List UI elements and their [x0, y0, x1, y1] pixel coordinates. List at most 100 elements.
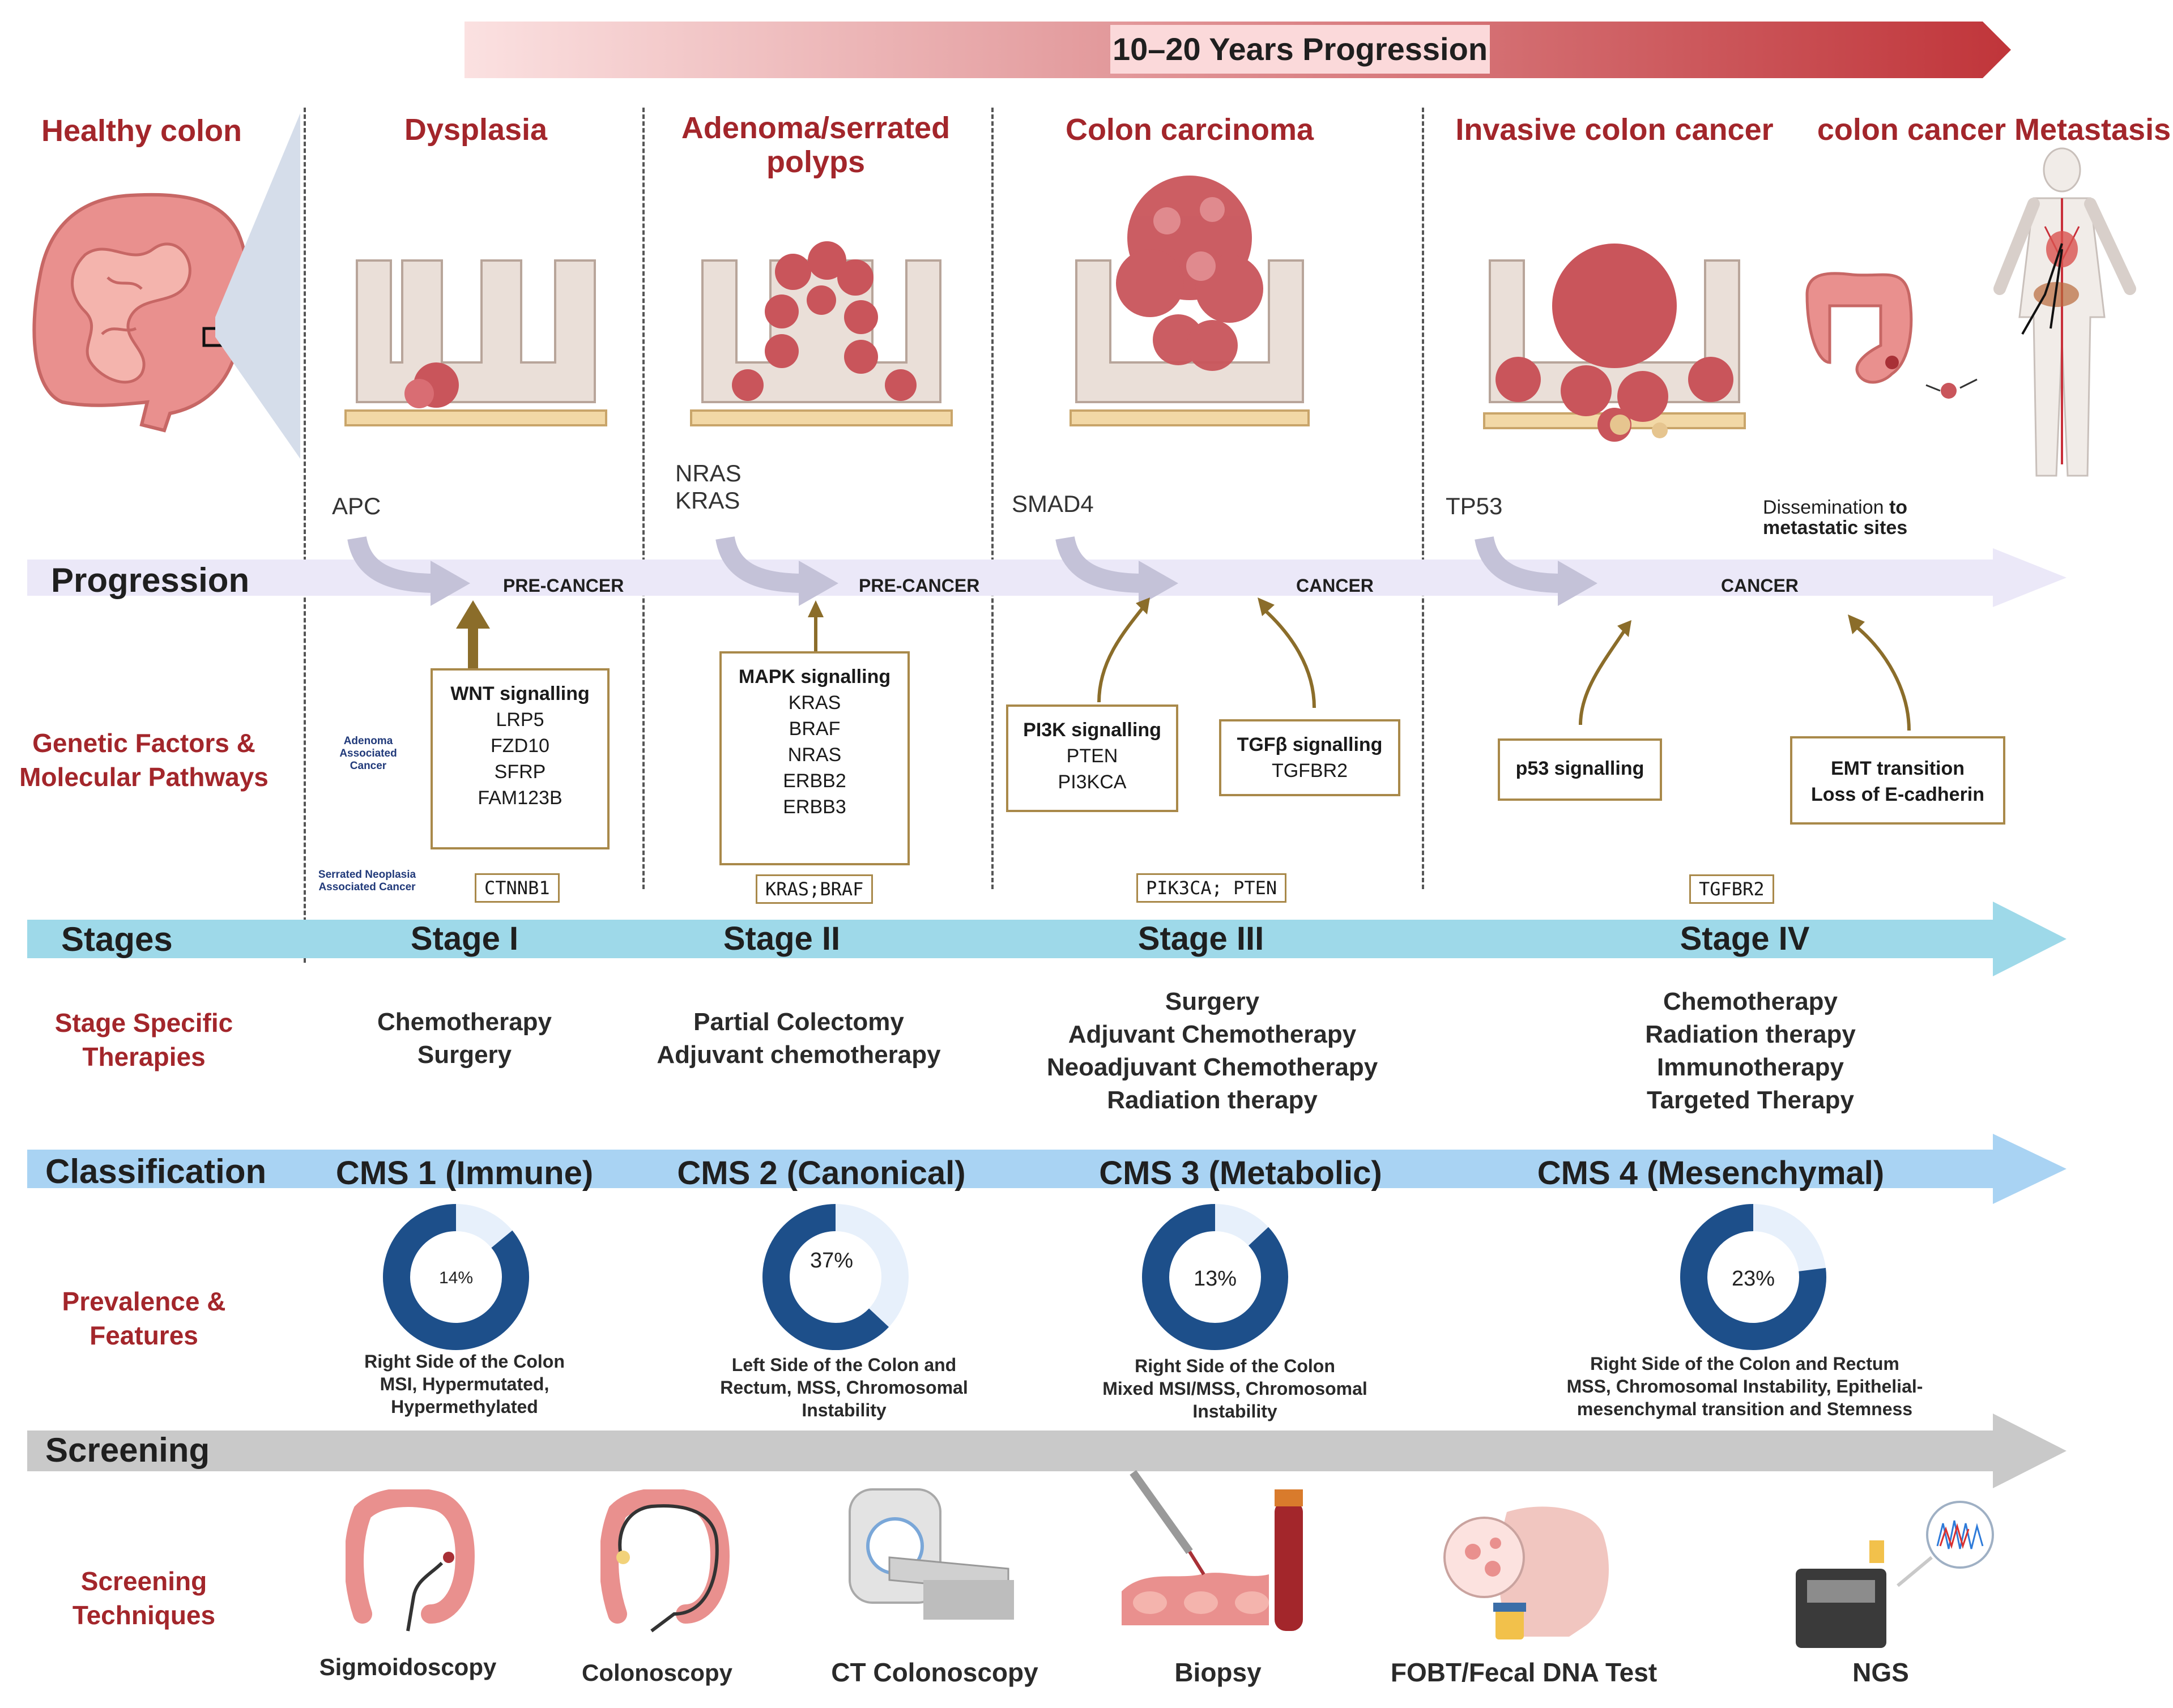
gene-smad4: SMAD4 [1012, 490, 1094, 517]
curved-pointer-icon [1848, 614, 1911, 731]
therapy-item: Surgery [417, 1041, 512, 1069]
ngs-sequencer-icon [1796, 1501, 1994, 1648]
donut-chart-cms2: 37% [762, 1204, 909, 1350]
pathway-gene: PTEN [1066, 745, 1118, 767]
stage-name-iv: Stage IV [1680, 920, 1810, 957]
therapy-item: Adjuvant chemotherapy [657, 1041, 941, 1069]
feature-line: mesenchymal transition and Stemness [1577, 1399, 1913, 1419]
pathway-title: PI3K signalling [1023, 719, 1161, 741]
therapy-item: Chemotherapy [1663, 988, 1838, 1015]
pathway-box-mapk: MAPK signalling KRAS BRAF NRAS ERBB2 ERB… [719, 651, 910, 865]
features-cms2: Left Side of the Colon and Rectum, MSS, … [680, 1353, 1008, 1421]
fobt-icon [1443, 1506, 1609, 1639]
phase-label: PRE-CANCER [859, 575, 980, 596]
stage-title-invasive: Invasive colon cancer [1455, 113, 1774, 147]
zoom-wedge [215, 113, 300, 459]
sigmoidoscopy-icon [346, 1489, 475, 1632]
pathway-gene: BRAF [789, 718, 841, 740]
therapy-item: Immunotherapy [1656, 1053, 1844, 1081]
pathway-gene: TGFBR2 [1271, 760, 1348, 782]
pathway-gene: FAM123B [478, 787, 563, 809]
gene-tp53: TP53 [1446, 493, 1503, 519]
colonoscopy-icon [600, 1489, 730, 1633]
donut-segment [383, 1204, 529, 1350]
feature-line: Mixed MSI/MSS, Chromosomal [1102, 1378, 1367, 1399]
pathway-gene: SFRP [494, 761, 546, 783]
screening-band-arrow [27, 1414, 2067, 1488]
gene-kras: KRAS [675, 487, 740, 514]
pathway-gene: ERBB2 [783, 770, 846, 792]
divider-line [1422, 108, 1424, 889]
donut-label: 14% [439, 1269, 473, 1287]
pathway-gene: ERBB3 [783, 796, 846, 818]
therapy-item: Targeted Therapy [1647, 1086, 1854, 1114]
up-arrow-icon [808, 600, 824, 651]
donut-label: 23% [1732, 1267, 1775, 1291]
screening-label: Screening [45, 1431, 210, 1469]
phase-label: CANCER [1296, 575, 1374, 596]
feature-line: Instability [802, 1400, 887, 1420]
dissemination-sites: metastatic sites [1763, 517, 1908, 539]
dissemination-to: to [1889, 497, 1908, 518]
cms-name-4: CMS 4 (Mesenchymal) [1537, 1155, 1885, 1192]
phase-label: CANCER [1721, 575, 1799, 596]
donut-label: 13% [1194, 1267, 1237, 1291]
curved-pointer-icon [1258, 597, 1316, 708]
assoc-adenoma: Adenoma Associated Cancer [339, 735, 397, 772]
feature-line: Hypermethylated [391, 1397, 538, 1417]
cms-name-2: CMS 2 (Canonical) [677, 1155, 966, 1192]
mutation-tag: CTNNB1 [475, 873, 560, 903]
invasive-cancer-illustration [1483, 244, 1746, 442]
progression-banner-label: 10–20 Years Progression [1110, 25, 1490, 74]
mutation-tag: TGFBR2 [1689, 874, 1774, 904]
classification-band-arrow [27, 1134, 2067, 1204]
therapy-list-stage-iii: Surgery Adjuvant Chemotherapy Neoadjuvan… [1008, 985, 1416, 1117]
stage-title-metastasis: colon cancer Metastasis [1817, 113, 2171, 147]
pathway-gene: FZD10 [491, 735, 549, 757]
pathway-gene: KRAS [788, 692, 841, 714]
dissemination-note: Dissemination to metastatic sites [1763, 497, 1907, 538]
gene-nras: NRAS [675, 460, 742, 486]
feature-line: MSI, Hypermutated, [380, 1374, 549, 1394]
donut-chart-cms3: 13% [1142, 1204, 1288, 1350]
pathway-title: WNT signalling [450, 683, 590, 704]
pathway-gene: Loss of E-cadherin [1810, 784, 1985, 805]
feature-line: Right Side of the Colon [1135, 1356, 1335, 1376]
divider-line [991, 108, 994, 889]
donut-chart-cms1: 14% [383, 1204, 529, 1350]
stages-band-arrow [27, 902, 2067, 976]
stage-title-healthy: Healthy colon [41, 114, 242, 148]
therapy-item: Radiation therapy [1107, 1086, 1318, 1114]
divider-line [304, 108, 306, 963]
progression-label: Progression [51, 561, 250, 599]
curved-arrow-icon [715, 536, 838, 606]
therapy-list-stage-ii: Partial Colectomy Adjuvant chemotherapy [629, 1006, 969, 1071]
donut-segment [1142, 1204, 1288, 1350]
row-label-screening: Screening Techniques [72, 1566, 216, 1630]
stages-label: Stages [61, 920, 173, 958]
feature-line: Right Side of the Colon [364, 1351, 565, 1372]
therapy-item: Radiation therapy [1645, 1020, 1856, 1048]
ct-scanner-icon [849, 1488, 1014, 1620]
pathway-box-tgfb: TGFβ signalling TGFBR2 [1219, 719, 1400, 796]
assoc-serrated: Serrated Neoplasia Associated Cancer [318, 869, 416, 893]
divider-line [642, 108, 645, 889]
features-cms3: Right Side of the Colon Mixed MSI/MSS, C… [1065, 1355, 1405, 1423]
feature-line: Right Side of the Colon and Rectum [1590, 1353, 1899, 1374]
therapy-item: Partial Colectomy [693, 1008, 904, 1036]
row-label-therapies: Stage Specific Therapies [54, 1008, 233, 1071]
adenoma-crypt-illustration [690, 241, 953, 426]
feature-line: Left Side of the Colon and [731, 1355, 957, 1375]
donut-segment [762, 1204, 889, 1350]
curved-arrow-icon [1055, 536, 1178, 606]
stage-title-adenoma: Adenoma/serrated polyps [681, 111, 951, 179]
stage-title-dysplasia: Dysplasia [404, 113, 548, 147]
cms-name-1: CMS 1 (Immune) [335, 1155, 594, 1192]
row-label-prevalence: Prevalence & Features [62, 1287, 226, 1350]
screening-technique-ngs: NGS [1852, 1658, 1909, 1687]
up-arrow-icon [456, 600, 490, 680]
therapy-item: Chemotherapy [377, 1008, 552, 1036]
pathway-box-emt: EMT transition Loss of E-cadherin [1790, 736, 2005, 825]
pathway-title: MAPK signalling [738, 666, 891, 688]
therapy-list-stage-i: Chemotherapy Surgery [340, 1006, 589, 1071]
